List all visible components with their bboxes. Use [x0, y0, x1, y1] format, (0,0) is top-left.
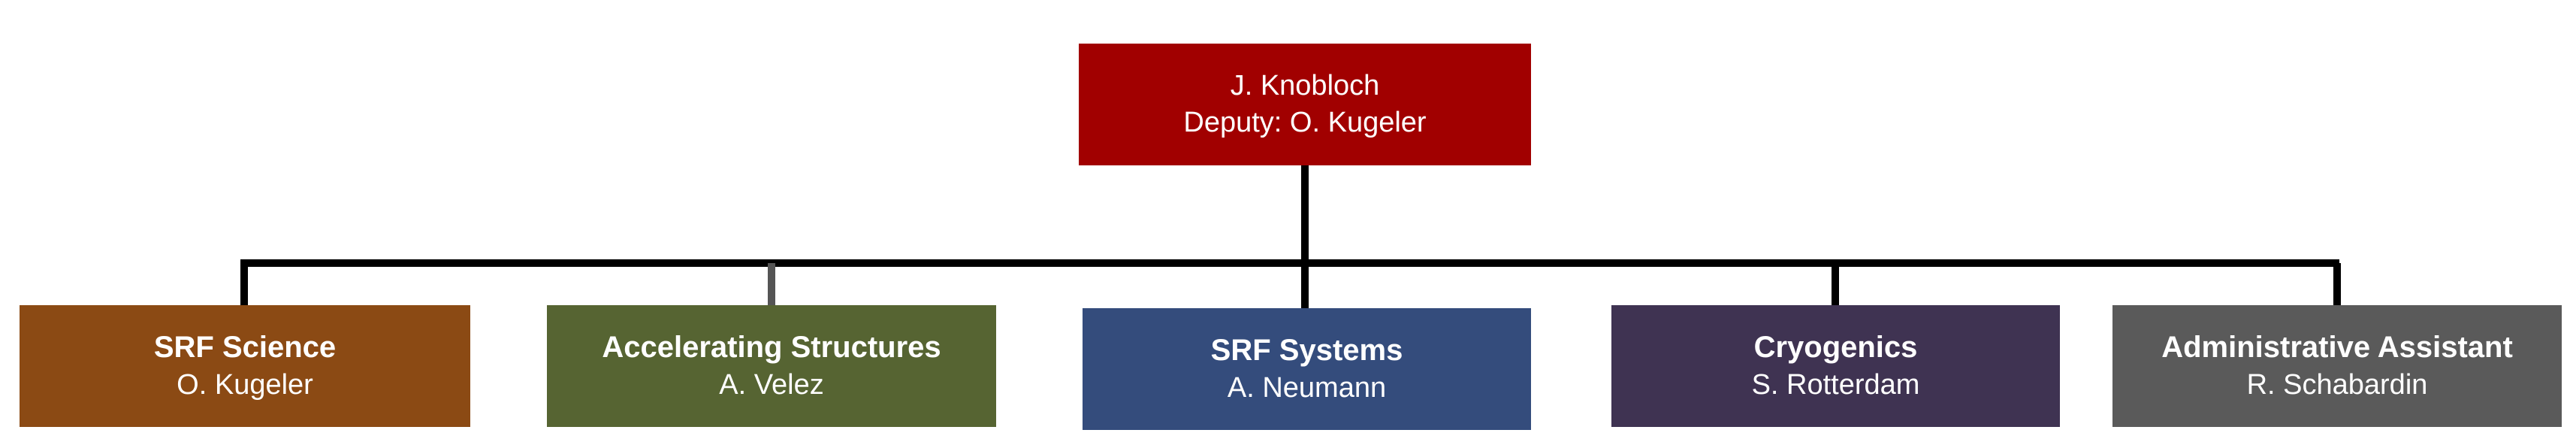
head-deputy: Deputy: O. Kugeler: [1183, 107, 1427, 138]
department-title: Cryogenics: [1753, 331, 1918, 365]
department-person: O. Kugeler: [177, 369, 313, 401]
department-title: SRF Systems: [1210, 334, 1403, 368]
department-person: S. Rotterdam: [1751, 369, 1920, 401]
department-person: A. Velez: [719, 369, 824, 401]
head-box: J. Knobloch Deputy: O. Kugeler: [1079, 44, 1531, 165]
department-box-administrative-assistant: Administrative Assistant R. Schabardin: [2112, 305, 2562, 427]
department-box-accelerating-structures: Accelerating Structures A. Velez: [547, 305, 996, 427]
department-box-cryogenics: Cryogenics S. Rotterdam: [1611, 305, 2060, 427]
head-name: J. Knobloch: [1230, 69, 1380, 101]
department-box-srf-science: SRF Science O. Kugeler: [20, 305, 470, 427]
department-person: R. Schabardin: [2246, 369, 2428, 401]
department-person: A. Neumann: [1227, 372, 1387, 404]
department-title: Administrative Assistant: [2161, 331, 2513, 365]
department-title: Accelerating Structures: [602, 331, 941, 365]
department-title: SRF Science: [153, 331, 337, 365]
department-box-srf-systems: SRF Systems A. Neumann: [1083, 308, 1531, 430]
